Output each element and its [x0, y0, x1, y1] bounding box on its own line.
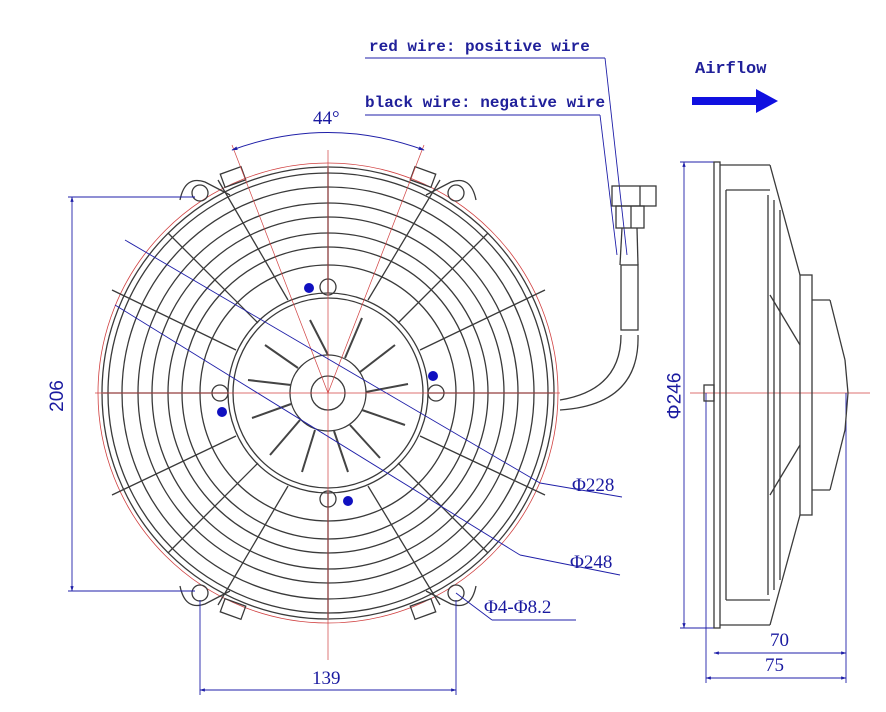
- connector-cable: [559, 185, 657, 411]
- side-view: [703, 161, 849, 629]
- side-diameter-label: Φ246: [664, 372, 686, 420]
- airflow-arrow-icon: [692, 89, 778, 113]
- mount-holes-label: Φ4-Φ8.2: [484, 597, 552, 618]
- black-wire-label: black wire: negative wire: [365, 94, 606, 112]
- shroud-diameter-label: Φ248: [570, 552, 613, 573]
- height-dimension: 206: [46, 380, 68, 412]
- depth-total-label: 75: [765, 655, 784, 676]
- angle-label: 44°: [313, 108, 340, 129]
- blade-diameter-label: Φ228: [572, 475, 615, 496]
- red-wire-label: red wire: positive wire: [369, 38, 590, 56]
- dimension-lines: [68, 161, 847, 695]
- angle-arc: [231, 132, 425, 151]
- leader-lines: [114, 57, 628, 621]
- depth-motor-label: 70: [770, 630, 789, 651]
- screw-markers: [217, 283, 438, 506]
- width-dimension: 139: [312, 668, 341, 689]
- centerlines: [95, 144, 870, 660]
- airflow-label: Airflow: [695, 60, 767, 79]
